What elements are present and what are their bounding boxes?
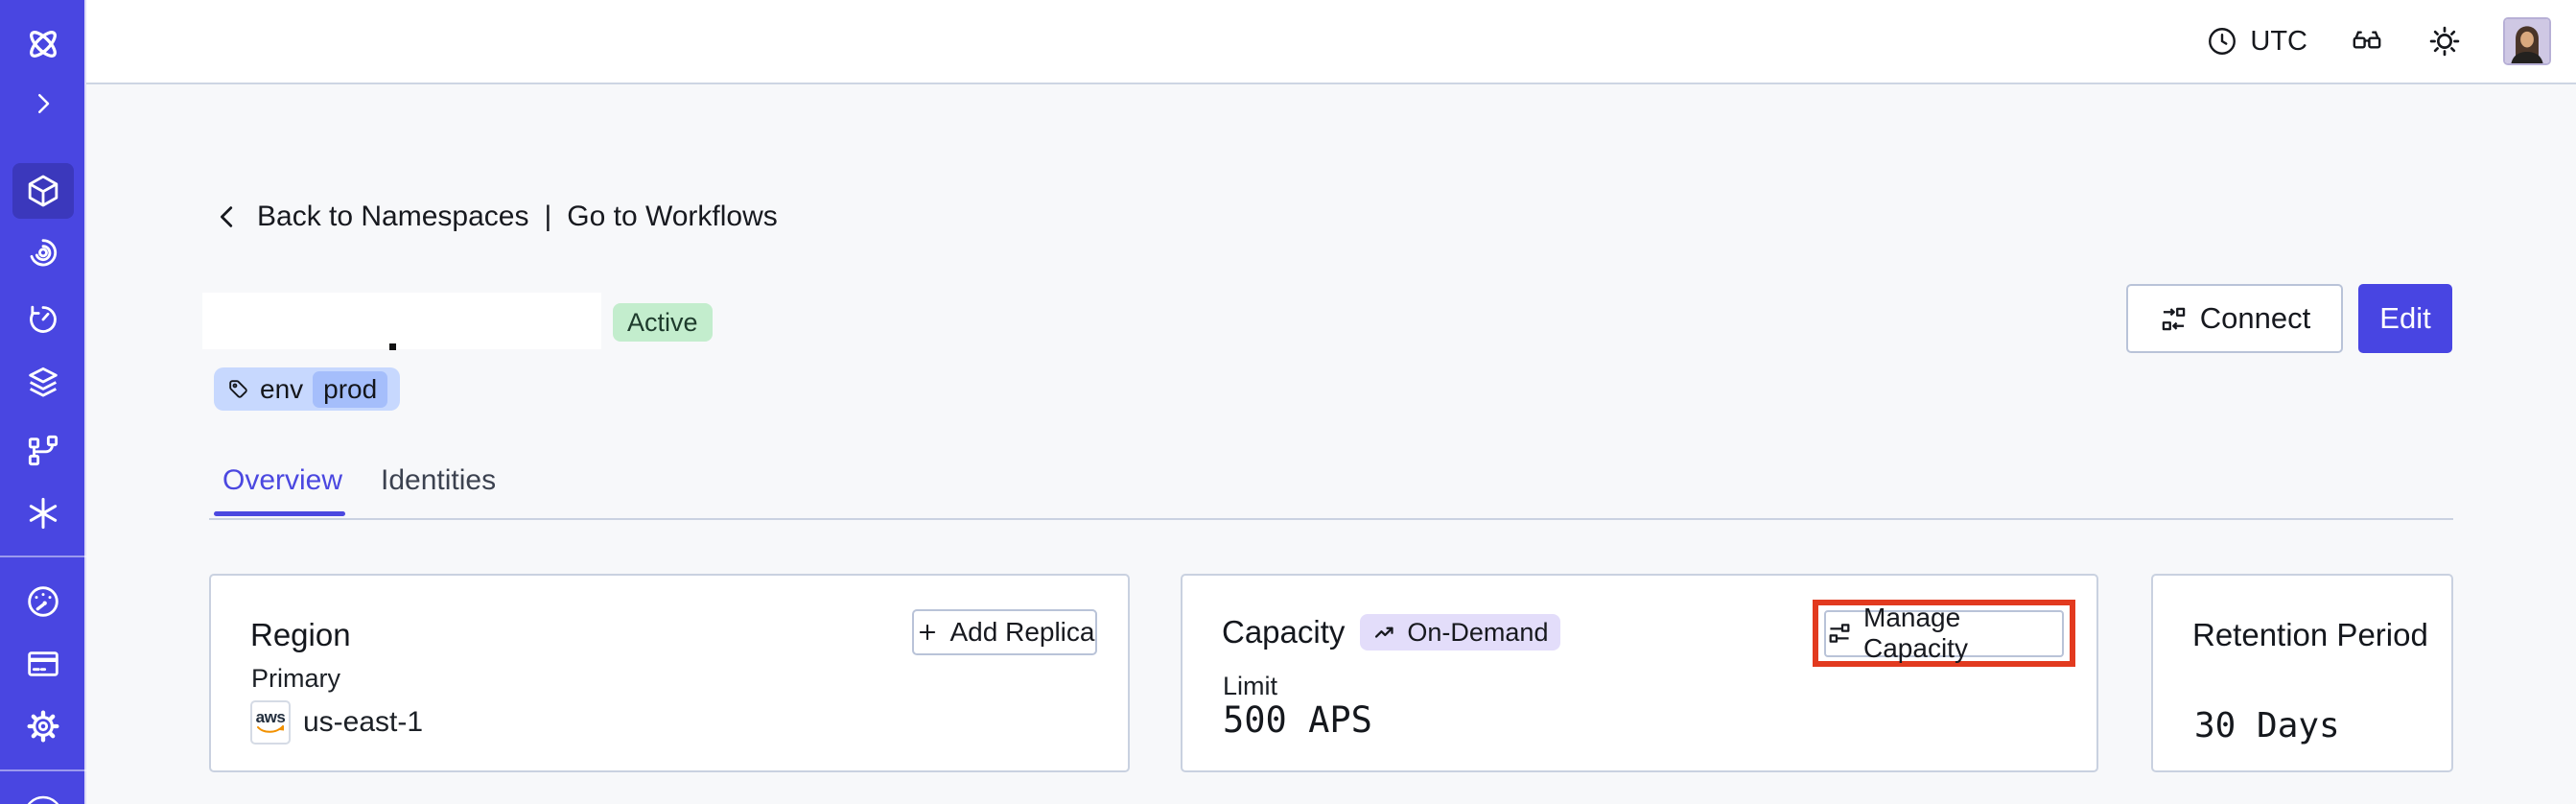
- user-avatar[interactable]: [2503, 17, 2551, 65]
- sidebar-item-nexus[interactable]: [0, 494, 86, 532]
- tag-value: prod: [313, 370, 388, 408]
- sidebar-item-workflows[interactable]: [0, 233, 86, 272]
- top-bar: UTC: [86, 0, 2576, 84]
- ondemand-badge: On-Demand: [1360, 614, 1561, 650]
- sidebar-divider: [0, 556, 86, 557]
- sidebar-item-bottom-partial[interactable]: [0, 791, 86, 804]
- manage-capacity-button[interactable]: Manage Capacity: [1824, 603, 2064, 663]
- retention-value: 30 Days: [2194, 706, 2340, 745]
- edit-label: Edit: [2379, 301, 2431, 335]
- redaction-artifact-dot: [389, 343, 396, 350]
- sidebar-item-deployments[interactable]: [0, 363, 86, 401]
- deployments-icon: [24, 363, 62, 401]
- connect-label: Connect: [2199, 301, 2311, 335]
- breadcrumb: Back to Namespaces | Go to Workflows: [213, 196, 778, 238]
- add-replica-button[interactable]: Add Replica: [912, 609, 1097, 655]
- trending-up-icon: [1372, 620, 1398, 646]
- usage-gauge-icon: [24, 582, 62, 621]
- temporal-logo[interactable]: [0, 23, 86, 65]
- tab-overview[interactable]: Overview: [222, 464, 343, 496]
- capacity-title-row: Capacity On-Demand: [1222, 614, 1561, 650]
- tab-identities[interactable]: Identities: [381, 464, 497, 496]
- region-card: Region Add Replica Primary aws us-east-1: [209, 574, 1130, 772]
- theme-sun-icon[interactable]: [2426, 23, 2463, 59]
- primary-label: Primary: [251, 664, 340, 693]
- sidebar-item-billing[interactable]: [0, 645, 86, 683]
- billing-card-icon: [24, 645, 62, 683]
- sidebar-divider: [0, 769, 86, 771]
- sidebar-item-usage[interactable]: [0, 582, 86, 621]
- partial-circle-icon: [22, 791, 64, 804]
- connect-button[interactable]: Connect: [2126, 284, 2343, 353]
- sidebar-item-settings[interactable]: [0, 707, 86, 745]
- tag-key: env: [260, 373, 304, 404]
- namespace-tag: env prod: [214, 367, 401, 411]
- sidebar-item-worker-deployments[interactable]: [0, 432, 86, 470]
- aws-logo: aws: [250, 700, 291, 745]
- sidebar-item-namespaces[interactable]: [12, 163, 74, 219]
- capacity-card: Capacity On-Demand Limit 500 APS: [1181, 574, 2098, 772]
- worker-deployments-icon: [24, 432, 62, 470]
- workflows-icon: [24, 233, 62, 272]
- nexus-asterisk-icon: [24, 494, 62, 532]
- tag-icon: [226, 377, 250, 401]
- levels-slider-icon: [1826, 620, 1853, 647]
- limit-value: 500 APS: [1223, 699, 1372, 741]
- connect-icon: [2159, 304, 2189, 334]
- timezone-selector[interactable]: UTC: [2206, 25, 2307, 58]
- schedules-icon: [24, 300, 62, 339]
- status-badge: Active: [613, 303, 713, 342]
- annotation-highlight-box: Manage Capacity: [1813, 600, 2075, 667]
- breadcrumb-separator: |: [544, 201, 552, 232]
- region-card-title: Region: [250, 617, 351, 652]
- manage-capacity-label: Manage Capacity: [1863, 603, 1968, 663]
- breadcrumb-back-link[interactable]: Back to Namespaces: [257, 201, 529, 232]
- clock-icon: [2206, 25, 2238, 58]
- tabs-bottom-border: [209, 518, 2453, 520]
- region-value: us-east-1: [303, 706, 424, 738]
- breadcrumb-workflows-link[interactable]: Go to Workflows: [567, 201, 778, 232]
- back-chevron-icon[interactable]: [213, 202, 242, 231]
- primary-region-row: aws us-east-1: [250, 700, 423, 745]
- sidebar-item-schedules[interactable]: [0, 300, 86, 339]
- timezone-label: UTC: [2250, 25, 2307, 57]
- namespaces-icon: [24, 172, 62, 210]
- capacity-card-title: Capacity: [1222, 614, 1346, 650]
- ondemand-label: On-Demand: [1407, 617, 1549, 647]
- add-replica-label: Add Replica: [949, 617, 1095, 647]
- sidebar-expand-chevron-right-icon[interactable]: [0, 89, 86, 118]
- namespace-name-redacted: [202, 293, 601, 349]
- settings-gear-icon: [24, 707, 62, 745]
- nav-sidebar: [0, 0, 86, 804]
- retention-card-title: Retention Period: [2192, 617, 2428, 652]
- plus-icon: [915, 620, 940, 645]
- limit-label: Limit: [1223, 672, 1278, 700]
- edit-button[interactable]: Edit: [2358, 284, 2452, 353]
- glasses-icon[interactable]: [2348, 24, 2386, 59]
- active-tab-underline: [214, 511, 345, 516]
- retention-card: Retention Period 30 Days: [2151, 574, 2453, 772]
